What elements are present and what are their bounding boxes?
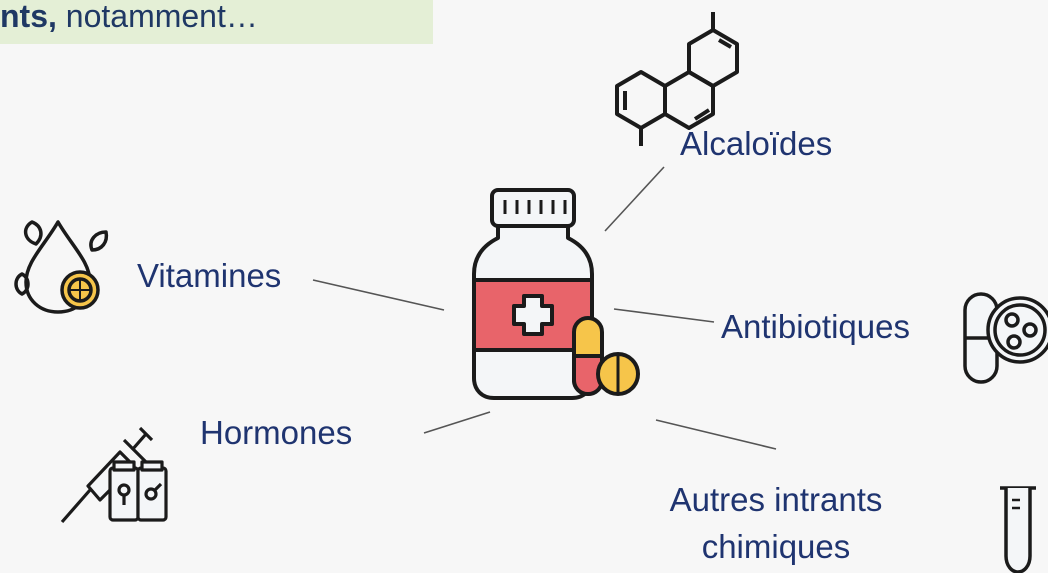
connector-hormones: [423, 411, 491, 434]
header-bold: nts,: [0, 0, 57, 34]
label-alcaloides: Alcaloïdes: [680, 125, 833, 162]
label-vitamines: Vitamines: [137, 257, 282, 294]
header-banner: nts, notamment…: [0, 0, 433, 44]
label-hormones: Hormones: [200, 414, 353, 451]
label-autres-intrants: Autres intrants chimiques: [636, 476, 916, 570]
header-text: nts, notamment…: [0, 0, 258, 35]
label-autres-line1: Autres intrants: [669, 481, 883, 518]
drop-lemon-icon: [14, 220, 109, 314]
label-antibiotiques: Antibiotiques: [721, 308, 910, 345]
connector-antibiotiques: [613, 308, 715, 323]
connector-vitamines: [312, 279, 445, 311]
header-rest: notamment…: [56, 0, 258, 34]
capsule-petri-icon: [963, 292, 1048, 384]
label-autres-line2: chimiques: [701, 528, 851, 565]
syringe-vials-icon: [60, 426, 168, 524]
connector-alcaloides: [604, 166, 665, 232]
medicine-bottle-icon: [472, 188, 640, 400]
molecule-icon: [615, 12, 739, 146]
connector-autres: [655, 419, 777, 450]
test-tube-icon: [1000, 486, 1036, 573]
